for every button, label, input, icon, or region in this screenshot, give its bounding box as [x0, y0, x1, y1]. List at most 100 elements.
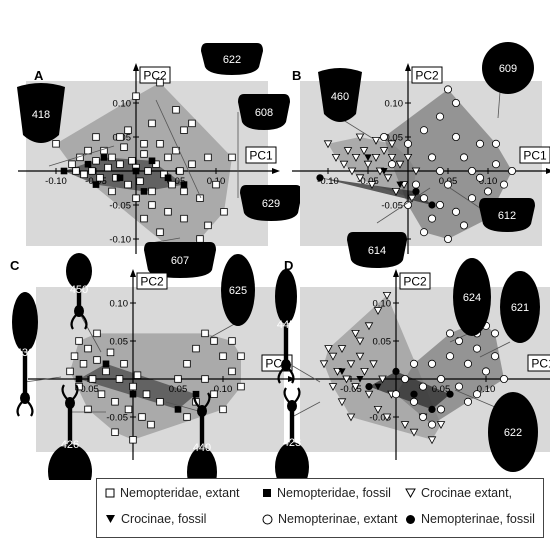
panel-label: A: [34, 68, 44, 83]
data-point-open-square: [148, 119, 156, 128]
data-point-open-square: [204, 153, 212, 162]
data-point-filled-triangle: [396, 181, 404, 189]
specimen-silhouette-icon: [238, 94, 290, 130]
specimen-silhouette-icon: [275, 269, 297, 324]
data-point-open-circle: [467, 194, 476, 203]
specimen-label: 622: [223, 54, 241, 66]
data-point-open-circle: [409, 397, 418, 406]
data-point-open-square: [133, 371, 142, 379]
data-point-open-triangle: [364, 390, 374, 399]
data-point-open-triangle: [328, 352, 338, 361]
data-point-filled-square: [100, 154, 108, 161]
data-point-open-circle: [463, 359, 472, 368]
data-point-open-circle: [472, 344, 481, 353]
x-tick-label: -0.10: [45, 176, 67, 187]
data-point-open-circle: [435, 200, 444, 209]
data-point-open-square: [164, 208, 172, 216]
data-point-open-square: [93, 356, 101, 364]
y-tick-label: 0.05: [110, 337, 129, 348]
data-point-open-triangle: [351, 383, 360, 392]
data-point-open-circle: [467, 166, 476, 175]
data-point-open-square: [124, 126, 132, 134]
data-point-open-circle: [427, 420, 436, 429]
data-point-open-square: [160, 170, 168, 179]
data-point-open-square: [140, 150, 148, 158]
specimen-silhouette-icon: [240, 185, 302, 221]
data-point-open-square: [176, 167, 184, 175]
data-point-open-triangle: [355, 352, 365, 361]
data-point-open-triangle: [328, 383, 338, 392]
specimen-neck-icon: [283, 324, 289, 365]
specimen-leader-line: [285, 361, 321, 383]
legend-item-crocinae-extant: Crocinae extant,: [405, 486, 512, 500]
specimen-label: 460: [331, 91, 349, 103]
data-point-open-square: [148, 187, 156, 196]
data-point-open-square: [79, 360, 88, 368]
data-point-open-circle: [443, 234, 452, 243]
data-point-open-circle: [491, 160, 500, 169]
data-point-open-circle: [435, 112, 444, 121]
data-point-open-square: [180, 187, 188, 196]
x-tick-label: 0.05: [432, 384, 451, 395]
specimen-silhouette-icon: [144, 242, 216, 278]
specimen-silhouette-icon: [318, 68, 362, 122]
legend-item-nemopteridae-fossil: Nemopteridae, fossil: [262, 486, 391, 500]
y-axis-arrow-icon: [393, 269, 399, 277]
specimen-head-icon: [287, 400, 297, 412]
specimen-silhouette-icon: [482, 42, 534, 94]
legend-label: Nemopterinae, extant: [278, 512, 398, 526]
data-point-open-square: [228, 367, 236, 376]
data-point-open-square: [120, 143, 128, 151]
data-point-open-circle: [411, 180, 420, 189]
data-point-open-circle: [427, 359, 436, 368]
data-point-filled-square: [116, 174, 124, 182]
data-point-filled-square: [84, 160, 92, 168]
specimen-label: 614: [368, 245, 386, 257]
specimen-label: 622: [504, 427, 522, 439]
y-axis-label: PC2: [140, 275, 164, 289]
specimen-label: 418: [32, 109, 50, 121]
y-axis-label: PC2: [403, 275, 427, 289]
data-point-open-triangle: [411, 167, 421, 176]
data-point-open-square: [210, 337, 218, 345]
specimen-label: 609: [499, 63, 517, 75]
data-point-open-triangle: [436, 421, 446, 430]
panel-b: -0.10-0.050.050.100.100.05-0.05-0.10PC2P…: [292, 42, 550, 268]
y-tick-label: -0.05: [106, 413, 128, 424]
specimen-leader-line: [449, 187, 481, 209]
data-point-open-circle: [443, 85, 452, 94]
specimen-leader-line: [497, 91, 501, 119]
data-point-open-triangle: [351, 330, 360, 338]
specimen-leader-line: [155, 99, 202, 199]
data-point-open-triangle: [331, 154, 341, 162]
specimen-label: 450: [70, 284, 88, 296]
data-point-open-triangle: [379, 147, 389, 156]
data-point-open-circle: [499, 375, 508, 384]
y-tick-label: -0.05: [369, 413, 391, 424]
data-point-filled-square: [102, 360, 110, 368]
pincer-icon: [193, 392, 200, 408]
data-point-open-square: [188, 119, 196, 128]
data-point-open-circle: [499, 180, 508, 189]
legend: Nemopteridae, extant Nemopteridae, fossi…: [96, 478, 544, 538]
specimen-head-icon: [65, 397, 75, 409]
data-point-filled-circle: [316, 174, 324, 182]
data-point-open-square: [52, 140, 60, 148]
pincer-icon: [70, 314, 77, 330]
data-point-open-triangle: [339, 160, 349, 169]
legend-item-nemopterinae-fossil: Nemopterinae, fossil: [405, 512, 535, 526]
data-point-open-square: [228, 337, 236, 345]
data-point-filled-circle: [428, 405, 436, 413]
specimen-silhouette-icon: [66, 253, 92, 289]
data-point-filled-triangle: [380, 168, 388, 175]
data-point-open-triangle: [391, 187, 401, 196]
specimen-label: 624: [463, 292, 481, 304]
legend-item-nemopteridae-extant: Nemopteridae, extant: [105, 486, 240, 500]
specimen-leader-line: [165, 401, 203, 413]
data-point-open-square: [116, 133, 124, 141]
data-point-open-square: [106, 348, 115, 357]
specimen-silhouette-icon: [453, 258, 491, 336]
x-tick-label: 0.05: [169, 384, 188, 395]
data-point-open-square: [108, 153, 116, 162]
data-point-open-square: [219, 405, 227, 414]
